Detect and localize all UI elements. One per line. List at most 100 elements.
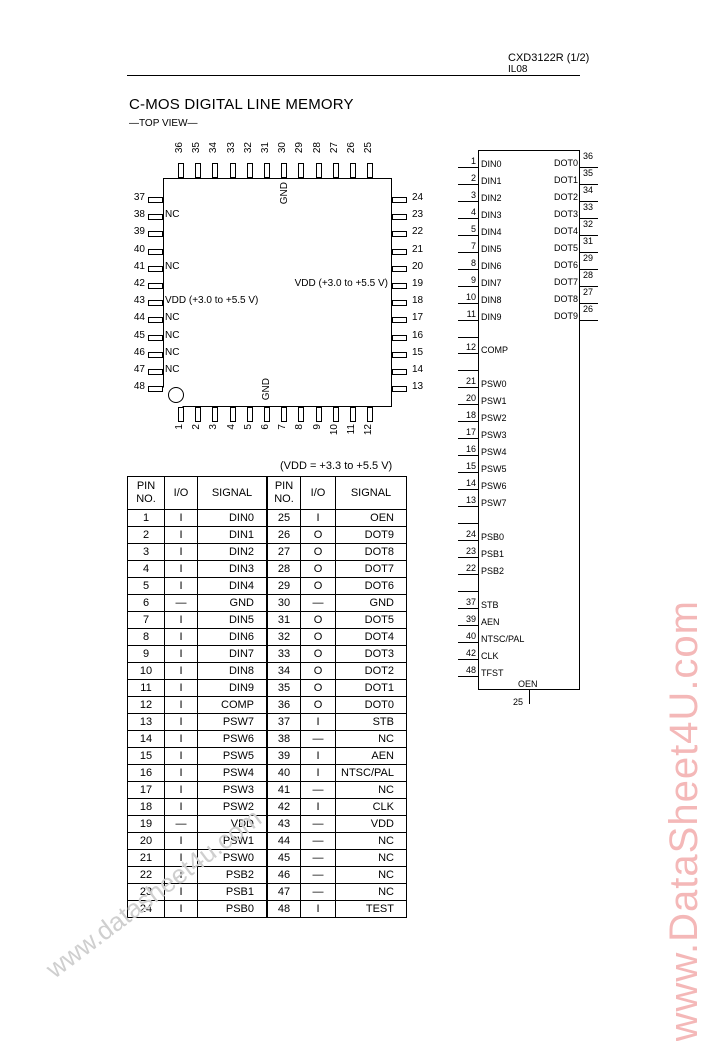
block-signal: DIN6: [481, 260, 502, 271]
pin-number: 40: [266, 764, 301, 782]
package-pin: [148, 197, 163, 203]
package-pin: [246, 163, 253, 178]
block-pin-number: 7: [470, 240, 476, 251]
package-pin: [332, 407, 339, 422]
pin-io: —: [300, 781, 336, 799]
pin-number: 14: [127, 730, 165, 748]
pin-number: 21: [127, 849, 165, 867]
block-pin-number: 8: [470, 257, 476, 268]
block-signal: DOT1: [553, 174, 578, 185]
package-pin: [392, 283, 407, 289]
package-body: [163, 178, 392, 407]
block-pin-line: [458, 455, 478, 457]
pin-number: 3: [208, 424, 220, 430]
block-pin-line: [580, 217, 598, 219]
block-signal: DIN9: [481, 311, 502, 322]
pin-io: —: [164, 594, 198, 612]
pin-signal: DOT4: [335, 628, 407, 646]
package-pin: [367, 407, 374, 422]
block-pin-number: 15: [465, 461, 476, 472]
block-signal: DIN5: [481, 243, 502, 254]
block-signal: DOT9: [553, 310, 578, 321]
pin-number: 10: [127, 662, 165, 680]
pin-signal: PSW5: [197, 747, 268, 765]
block-symbol: [478, 150, 580, 690]
package-pin: [350, 407, 356, 422]
pin-number: 2: [127, 526, 165, 544]
block-pin-line: [458, 183, 478, 185]
package-pin: [392, 197, 407, 203]
block-signal: PSB2: [481, 565, 505, 576]
pin-signal: DOT6: [335, 577, 407, 595]
pin-signal: DIN2: [197, 543, 268, 561]
block-signal: STB: [481, 599, 499, 610]
pin-number: 28: [311, 142, 323, 154]
block-pin-line: [458, 302, 478, 304]
block-pin-line: [580, 319, 598, 321]
pin-number: 9: [127, 645, 165, 663]
package-pin: [148, 214, 163, 221]
block-pin-line: [458, 217, 478, 219]
package-pin: [148, 300, 163, 307]
pin-signal: DOT0: [335, 696, 407, 714]
package-pin: [392, 231, 407, 238]
block-pin-number: 48: [465, 664, 476, 675]
package-pin: [392, 214, 407, 221]
block-pin-line: [458, 404, 478, 406]
pin-io: I: [164, 798, 198, 816]
package-pin: [281, 163, 288, 178]
package-pin: [392, 386, 407, 393]
pin-signal: NC: [335, 866, 407, 884]
pin-signal: DOT9: [335, 526, 407, 544]
block-pin-number: 35: [583, 167, 594, 178]
block-pin-line: [458, 370, 478, 372]
block-signal: DOT4: [553, 225, 578, 236]
block-pin-number: 32: [583, 218, 594, 229]
block-pin-line: [458, 624, 478, 626]
block-pin-number: 17: [465, 427, 476, 438]
pin-signal-label: NC: [165, 209, 180, 221]
col-header-io: I/O: [300, 476, 336, 510]
pin-io: I: [300, 747, 336, 765]
pin-signal: NC: [335, 781, 407, 799]
block-oen-pin: 25: [513, 697, 524, 707]
pin-number: 21: [412, 243, 424, 255]
block-signal: PSB1: [481, 548, 505, 559]
pin-number: 41: [133, 260, 145, 272]
supply-note: (VDD = +3.3 to +5.5 V): [280, 460, 393, 472]
pin-number: 18: [127, 798, 165, 816]
package-pin: [392, 248, 407, 255]
pin-number: 20: [412, 260, 424, 272]
package-pin: [229, 407, 236, 422]
pin-signal-label: NC: [165, 329, 180, 341]
block-signal: DIN2: [481, 192, 502, 203]
pin-number: 36: [174, 142, 185, 154]
pin-signal: NC: [335, 849, 407, 867]
pin-number: 41: [266, 781, 301, 799]
pin-number: 15: [127, 747, 165, 765]
block-signal: DOT5: [553, 242, 578, 253]
package-pin: [332, 163, 339, 178]
pin-number: 26: [346, 142, 357, 154]
pin-number: 1: [174, 424, 185, 430]
pin-number: 44: [133, 312, 145, 324]
block-pin-line: [458, 573, 478, 575]
pin-number: 31: [266, 611, 301, 629]
block-pin-number: 13: [465, 495, 476, 505]
block-pin-number: 22: [465, 562, 476, 573]
pin-io: I: [164, 577, 198, 595]
pin-signal: DIN7: [197, 645, 268, 663]
package-pin: [264, 407, 270, 422]
pin-number: 24: [412, 192, 424, 203]
block-pin-line: [458, 200, 478, 202]
pin-number: 37: [133, 192, 145, 203]
package-pin: [392, 300, 407, 307]
pin-io: I: [164, 509, 198, 527]
pin-number: 6: [260, 424, 271, 430]
pin-signal: DOT3: [335, 645, 407, 663]
block-oen-line: [529, 690, 530, 704]
pin-signal: TEST: [335, 900, 407, 918]
